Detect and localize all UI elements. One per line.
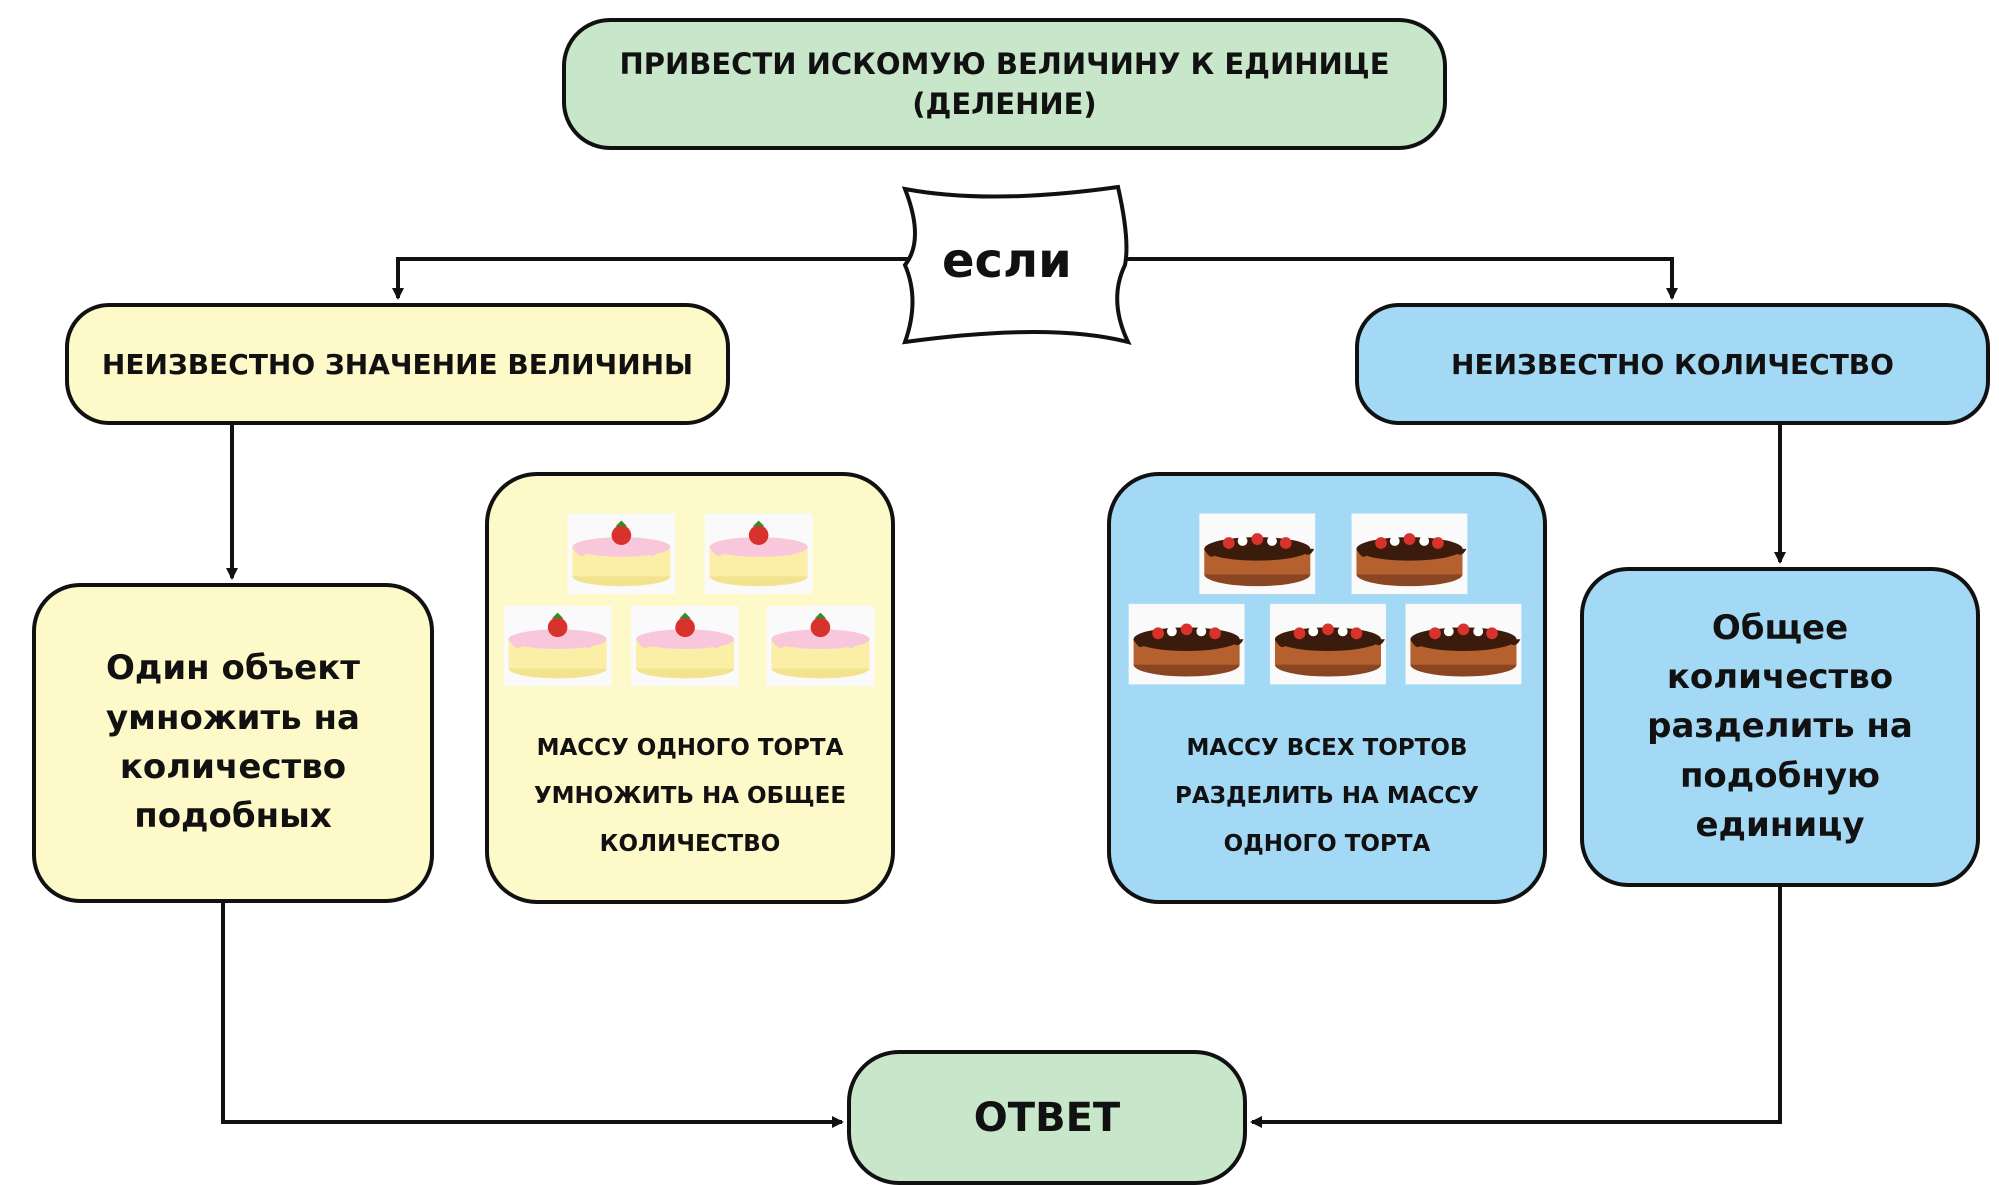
unknown-value-label: НЕИЗВЕСТНО ЗНАЧЕНИЕ ВЕЛИЧИНЫ bbox=[101, 347, 694, 381]
arrow-right-rule-to-answer bbox=[1250, 887, 1782, 1128]
multiply-example-line: КОЛИЧЕСТВО bbox=[599, 831, 781, 857]
pink-cake-icon bbox=[503, 605, 612, 687]
divide-example-line: МАССУ ВСЕХ ТОРТОВ bbox=[1186, 735, 1468, 761]
multiply-example-line: МАССУ ОДНОГО ТОРТА bbox=[536, 735, 844, 761]
divide-rule-box: Общее количество разделить на подобную е… bbox=[1580, 567, 1980, 887]
multiply-rule-line: подобных bbox=[134, 796, 332, 837]
divide-example-line: РАЗДЕЛИТЬ НА МАССУ bbox=[1174, 783, 1479, 809]
multiply-example-box: МАССУ ОДНОГО ТОРТА УМНОЖИТЬ НА ОБЩЕЕ КОЛ… bbox=[485, 472, 895, 904]
pink-cake-icon bbox=[631, 605, 740, 687]
chocolate-cake-icon bbox=[1128, 603, 1245, 685]
pink-cake-icon bbox=[766, 605, 875, 687]
divide-example-line: ОДНОГО ТОРТА bbox=[1223, 831, 1431, 857]
multiply-rule-line: количество bbox=[119, 747, 347, 787]
chocolate-cake-icon bbox=[1405, 603, 1522, 685]
main-instruction-line2: (ДЕЛЕНИЕ) bbox=[912, 87, 1097, 121]
unknown-quantity-label: НЕИЗВЕСТНО КОЛИЧЕСТВО bbox=[1451, 347, 1894, 381]
multiply-rule-line: умножить на bbox=[106, 697, 360, 738]
divide-rule-line: количество bbox=[1666, 657, 1894, 698]
chocolate-cake-icon bbox=[1351, 513, 1468, 595]
condition-banner-shape bbox=[901, 184, 1132, 345]
unknown-quantity-box: НЕИЗВЕСТНО КОЛИЧЕСТВО bbox=[1355, 303, 1990, 425]
arrow-to-left-condition bbox=[392, 257, 925, 300]
main-instruction-box: ПРИВЕСТИ ИСКОМУЮ ВЕЛИЧИНУ К ЕДИНИЦЕ (ДЕЛ… bbox=[562, 18, 1447, 150]
divide-rule-line: Общее bbox=[1711, 607, 1849, 648]
condition-word: если bbox=[942, 233, 1072, 289]
chocolate-cakes-group bbox=[1128, 513, 1522, 685]
divide-rule-line: подобную единицу bbox=[1679, 755, 1881, 845]
divide-rule-line: разделить на bbox=[1647, 706, 1913, 747]
main-instruction-line1: ПРИВЕСТИ ИСКОМУЮ ВЕЛИЧИНУ К ЕДИНИЦЕ bbox=[619, 46, 1390, 81]
answer-box: ОТВЕТ bbox=[847, 1050, 1247, 1185]
pink-cake-icon bbox=[704, 513, 813, 595]
unknown-value-box: НЕИЗВЕСТНО ЗНАЧЕНИЕ ВЕЛИЧИНЫ bbox=[65, 303, 730, 425]
pink-cake-icon bbox=[567, 513, 676, 595]
pink-cakes-group bbox=[503, 513, 875, 687]
answer-label: ОТВЕТ bbox=[973, 1094, 1121, 1141]
multiply-rule-line: Один объект bbox=[105, 648, 360, 689]
chocolate-cake-icon bbox=[1199, 513, 1316, 595]
multiply-example-line: УМНОЖИТЬ НА ОБЩЕЕ bbox=[533, 783, 847, 809]
divide-example-box: МАССУ ВСЕХ ТОРТОВ РАЗДЕЛИТЬ НА МАССУ ОДН… bbox=[1107, 472, 1547, 904]
arrow-to-right-condition bbox=[1110, 257, 1678, 300]
arrow-left-rule-to-answer bbox=[221, 903, 844, 1128]
chocolate-cake-icon bbox=[1270, 603, 1386, 685]
multiply-rule-box: Один объект умножить на количество подоб… bbox=[32, 583, 434, 903]
